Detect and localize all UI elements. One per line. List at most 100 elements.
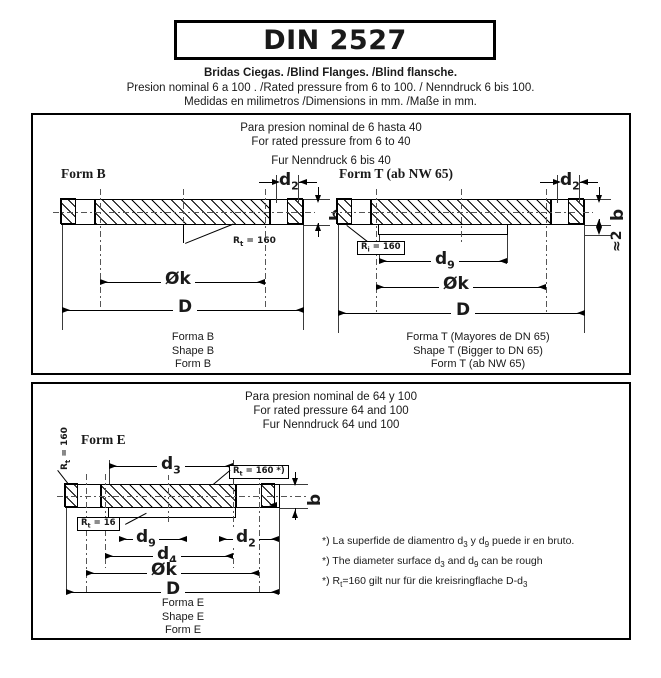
form-t-caption: Forma T (Mayores de DN 65) Shape T (Bigg…	[363, 331, 593, 372]
form-e-ok-arrow-left	[86, 569, 94, 576]
form-b-ok-arrow-right	[257, 278, 265, 285]
form-e-rt-right-note: Rt = 160 *)	[229, 465, 289, 480]
form-t-caption-de: Form T (ab NW 65)	[430, 358, 526, 370]
footnote-de: *) Rt=160 gilt nur für die kreisringflac…	[322, 575, 528, 590]
form-e-dim-b: b	[305, 493, 325, 506]
form-e-centreline-mid	[168, 474, 169, 524]
form-b-rt-tick	[183, 225, 184, 243]
form-e-caption-es: Forma E	[161, 597, 205, 609]
form-e-d2-arrow-left	[219, 535, 227, 542]
form-t-centreline-right	[546, 189, 547, 314]
form-e-dim-ok: Øk	[147, 562, 181, 579]
form-b-centreline-mid	[183, 189, 184, 245]
form-e-centreline-inner-right	[233, 474, 234, 568]
form-t-d2-line-left	[540, 182, 558, 183]
form-t-approx2-arrow	[595, 227, 602, 235]
form-t-ext-d2-a	[557, 175, 558, 203]
form-b-b-arrow-top	[314, 195, 321, 203]
form-b-b-line-top	[318, 187, 319, 201]
form-e-b-arrow-bottom	[291, 510, 298, 518]
form-t-drawing: Form T (ab NW 65)	[329, 115, 633, 360]
form-e-dim-d: D	[161, 581, 186, 598]
panel-top-heading: Para presion nominal de 6 hasta 40 For r…	[33, 121, 629, 168]
form-e-d2-arrow-right	[271, 535, 279, 542]
form-b-ext-d2-b	[298, 175, 299, 203]
form-t-dim-d: D	[451, 302, 476, 319]
panel-top-heading-de: Fur Nenndruck 6 bis 40	[271, 155, 391, 167]
form-b-axis-horizontal	[53, 212, 315, 213]
form-e-caption: Forma E Shape E Form E	[123, 597, 243, 638]
form-e-axis-horizontal	[57, 496, 307, 497]
subtitle-line-1: Bridas Ciegas. /Blind Flanges. /Blind fl…	[203, 67, 458, 79]
subtitle-line-3: Medidas en milimetros /Dimensions in mm.…	[184, 96, 477, 108]
form-b-d-arrow-right	[296, 306, 304, 313]
form-e-ext-d3-left	[109, 460, 110, 484]
form-t-b-line-top	[599, 187, 600, 201]
form-b-dim-ok: Øk	[161, 271, 195, 288]
form-b-caption-es: Forma B	[171, 331, 215, 343]
panel-bottom-heading-en: For rated pressure 64 and 100	[253, 405, 409, 417]
form-b-dim-d2: d2	[279, 170, 299, 193]
form-e-caption-de: Form E	[164, 624, 202, 636]
form-t-dim-approx2: ≈2	[609, 230, 625, 252]
form-e-d-arrow-right	[271, 588, 279, 595]
form-b-caption-en: Shape B	[171, 344, 215, 357]
form-e-dim-d4: d4	[153, 546, 181, 566]
form-b-caption-de: Form B	[174, 358, 212, 370]
form-t-centreline-mid	[461, 189, 462, 245]
form-e-centreline-left	[86, 474, 87, 594]
form-b-ext-left-outer	[62, 225, 63, 330]
panel-bottom-heading-es: Para presion nominal de 64 y 100	[245, 391, 417, 403]
form-e-caption-en: Shape E	[161, 610, 205, 623]
form-b-caption: Forma B Shape B Form B	[103, 331, 283, 372]
panel-top-heading-es: Para presion nominal de 6 hasta 40	[240, 122, 422, 134]
form-t-ext-step-bottom	[585, 235, 611, 236]
form-t-ok-arrow-left	[376, 283, 384, 290]
form-t-ok-arrow-right	[538, 283, 546, 290]
form-e-title: Form E	[81, 432, 126, 447]
form-e-d9-arrow-right	[179, 535, 187, 542]
form-b-centreline-right	[265, 189, 266, 311]
form-e-dim-d9: d9	[133, 529, 159, 549]
form-t-d2-line-right	[580, 182, 598, 183]
standard-title-box: DIN 2527	[174, 20, 496, 60]
form-b-ext-right-outer	[303, 225, 304, 330]
form-e-d-arrow-left	[66, 588, 74, 595]
form-t-dim-ok: Øk	[439, 276, 473, 293]
form-b-d2-line-right	[299, 182, 317, 183]
form-e-ext-b-bottom	[280, 508, 308, 509]
form-t-d-arrow-right	[577, 309, 585, 316]
form-t-d9-arrow-right	[499, 257, 507, 264]
form-e-centreline-right	[259, 474, 260, 594]
form-t-axis-horizontal	[331, 212, 593, 213]
footnotes-block: *) La superfide de diamentro d3 y d9 pue…	[322, 533, 622, 593]
form-b-rt-note: Rt = 160	[233, 236, 276, 248]
form-e-d3-arrow-left	[109, 462, 117, 469]
form-e-rt-right-leader	[213, 469, 231, 485]
form-b-drawing: Form B d2	[33, 115, 347, 360]
subtitle-block: Bridas Ciegas. /Blind Flanges. /Blind fl…	[0, 66, 661, 109]
form-e-d4-arrow-left	[105, 552, 113, 559]
form-t-dim-d9: d9	[431, 251, 459, 271]
form-e-dim-d2: d2	[233, 529, 259, 549]
form-b-centreline-left	[100, 189, 101, 311]
form-e-face-thickness-arrow	[269, 502, 277, 508]
form-b-rt-leader	[185, 223, 234, 244]
form-t-d2-arrow-left	[553, 178, 561, 185]
form-t-b-arrow-bottom	[595, 219, 602, 227]
form-t-ext-right-outer	[584, 225, 585, 333]
form-e-drawing: Form E Rt = 160	[33, 384, 333, 634]
subtitle-line-2: Presion nominal 6 a 100 . /Rated pressur…	[126, 82, 535, 94]
form-b-ok-arrow-left	[100, 278, 108, 285]
form-t-caption-en: Shape T (Bigger to DN 65)	[413, 344, 543, 357]
form-e-ext-right-outer	[279, 508, 280, 594]
page-title: DIN 2527	[263, 24, 407, 56]
footnote-en: *) The diameter surface d3 and d9 can be…	[322, 555, 543, 570]
form-t-dim-b: b	[608, 208, 628, 221]
form-t-ext-d2-b	[579, 175, 580, 203]
form-e-raised-face	[108, 508, 236, 518]
form-t-d9-arrow-left	[379, 257, 387, 264]
form-b-d2-line-left	[259, 182, 277, 183]
form-e-dim-d3: d3	[157, 456, 185, 476]
